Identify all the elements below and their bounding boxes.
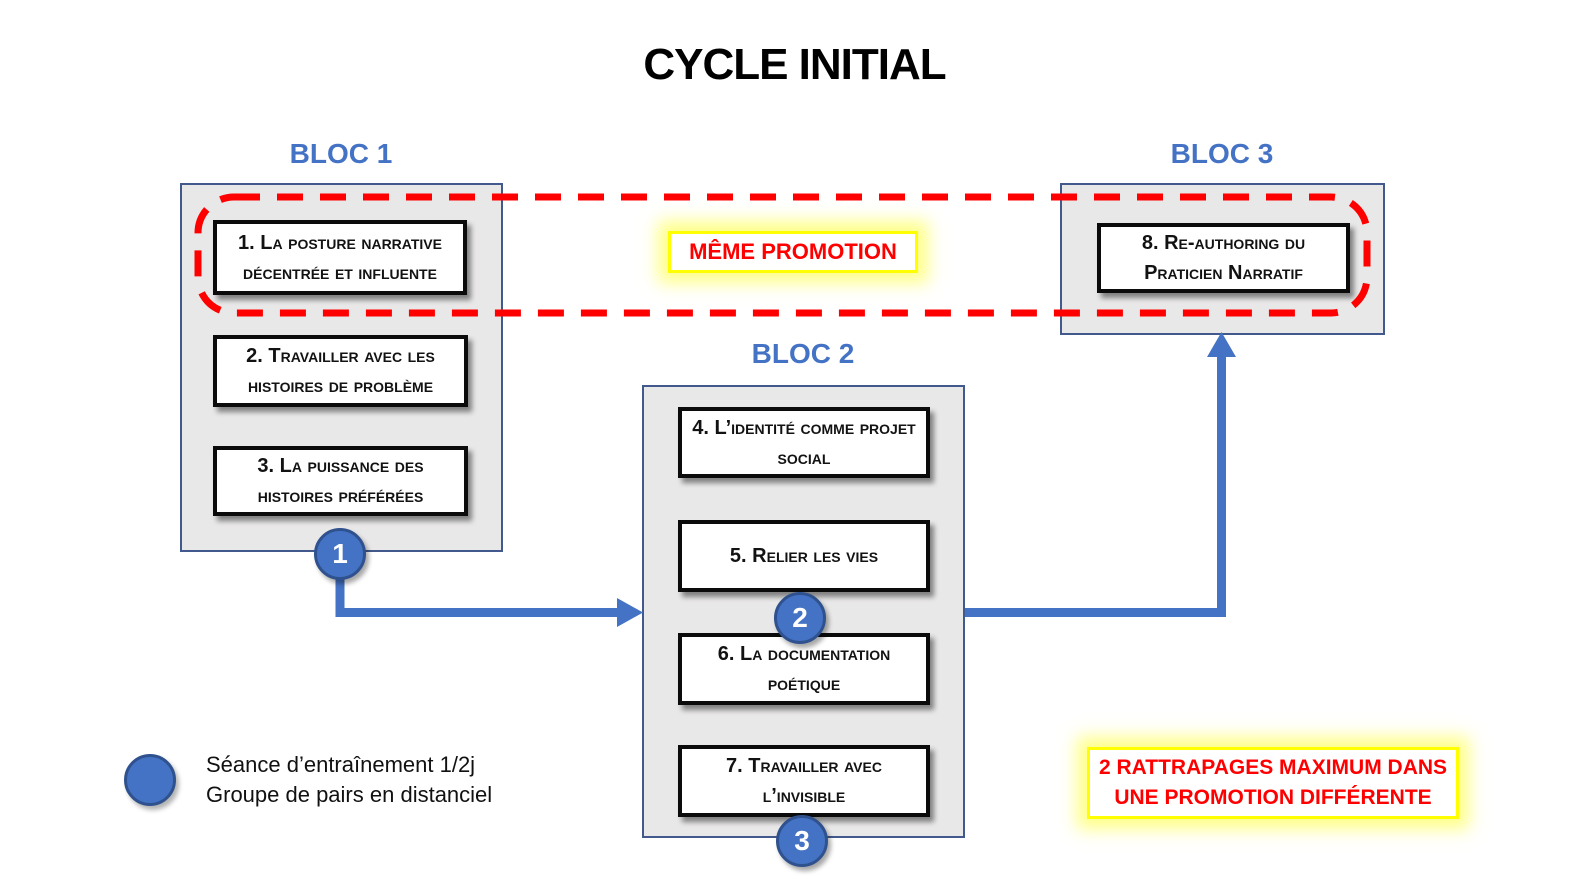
session-badge-2: 2 <box>774 592 826 644</box>
session-badge-icon <box>124 754 176 807</box>
module-box-8: 8. Re-authoring du Praticien Narratif <box>1097 223 1350 293</box>
module-box-2: 2. Travailler avec les histoires de prob… <box>213 335 468 407</box>
same-promotion-callout: MÊME PROMOTION <box>668 231 918 273</box>
session-badge-3: 3 <box>776 815 828 867</box>
arrowhead-bloc2-to-bloc3-icon <box>1207 332 1236 357</box>
arrow-bloc1-to-bloc2 <box>335 577 619 617</box>
legend-text: Séance d’entraînement 1/2j Groupe de pai… <box>206 750 492 811</box>
module-box-7: 7. Travailler avec l’invisible <box>678 745 930 817</box>
legend: Séance d’entraînement 1/2j Groupe de pai… <box>124 750 492 811</box>
module-box-3: 3. La puissance des histoires préférées <box>213 446 468 516</box>
rattrapages-line1: 2 RATTRAPAGES MAXIMUM DANS <box>1098 755 1448 779</box>
arrowhead-bloc1-to-bloc2-icon <box>617 598 643 627</box>
diagram-title: CYCLE INITIAL <box>643 40 946 89</box>
legend-line-1: Séance d’entraînement 1/2j <box>206 752 476 777</box>
rattrapages-callout: 2 RATTRAPAGES MAXIMUM DANS UNE PROMOTION… <box>1087 747 1459 819</box>
module-box-6: 6. La documentation poétique <box>678 633 930 705</box>
bloc3-label: BLOC 3 <box>1170 138 1274 169</box>
legend-line-2: Groupe de pairs en distanciel <box>206 782 493 808</box>
bloc2-label: BLOC 2 <box>751 338 855 369</box>
module-box-1: 1. La posture narrative décentrée et inf… <box>213 220 467 295</box>
bloc1-label: BLOC 1 <box>289 138 393 169</box>
arrow-bloc2-to-bloc3 <box>965 355 1226 617</box>
session-badge-1: 1 <box>314 528 366 580</box>
same-promotion-text: MÊME PROMOTION <box>689 239 897 264</box>
module-box-5: 5. Relier les vies <box>678 520 930 592</box>
rattrapages-line2: UNE PROMOTION DIFFÉRENTE <box>1114 786 1432 809</box>
module-box-4: 4. L’identité comme projet social <box>678 407 930 478</box>
